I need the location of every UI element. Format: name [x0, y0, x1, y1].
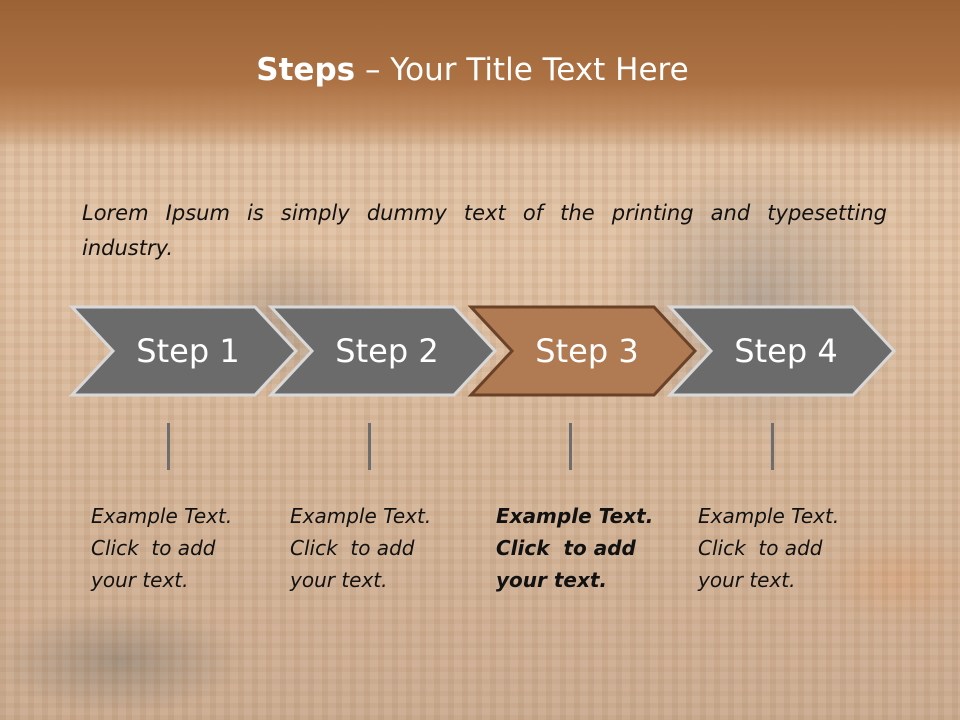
- intro-text[interactable]: Lorem Ipsum is simply dummy text of the …: [82, 201, 887, 260]
- step-4-label: Step 4: [734, 332, 837, 370]
- step-2-connector: [368, 423, 371, 470]
- step-3-text-line: Click to add: [496, 536, 636, 560]
- step-4-text-line: your text.: [698, 568, 796, 592]
- step-2-text-line: Example Text.: [290, 504, 432, 528]
- step-3-chevron[interactable]: Step 3: [467, 305, 698, 397]
- step-2-label: Step 2: [335, 332, 438, 370]
- step-3-label: Step 3: [535, 332, 638, 370]
- step-2-text-line: Click to add: [290, 536, 415, 560]
- step-3-text-line: Example Text.: [496, 504, 654, 528]
- step-3-text[interactable]: Example Text. Click to add your text.: [496, 500, 671, 596]
- title-rest: – Your Title Text Here: [355, 52, 689, 88]
- step-2-shape: [267, 305, 498, 397]
- step-4-text[interactable]: Example Text. Click to add your text.: [698, 500, 873, 596]
- step-2-text[interactable]: Example Text. Click to add your text.: [290, 500, 465, 596]
- step-1-text-line: Example Text.: [91, 504, 233, 528]
- title-bold: Steps: [256, 52, 356, 88]
- step-2-text-line: your text.: [290, 568, 388, 592]
- title-band: [0, 0, 960, 150]
- step-4-text-line: Click to add: [698, 536, 823, 560]
- step-3-connector: [569, 423, 572, 470]
- step-3-shape: [467, 305, 698, 397]
- step-1-connector: [167, 423, 170, 470]
- step-1-text-line: your text.: [91, 568, 189, 592]
- step-4-text-line: Example Text.: [698, 504, 840, 528]
- step-1-label: Step 1: [136, 332, 239, 370]
- slide-title[interactable]: Steps – Your Title Text Here: [0, 52, 945, 88]
- step-1-text[interactable]: Example Text. Click to add your text.: [91, 500, 266, 596]
- step-3-text-line: your text.: [496, 568, 608, 592]
- step-1-text-line: Click to add: [91, 536, 216, 560]
- step-4-connector: [771, 423, 774, 470]
- step-1-chevron[interactable]: Step 1: [68, 305, 299, 397]
- step-4-shape: [666, 305, 897, 397]
- step-1-shape: [68, 305, 299, 397]
- step-4-chevron[interactable]: Step 4: [666, 305, 897, 397]
- step-2-chevron[interactable]: Step 2: [267, 305, 498, 397]
